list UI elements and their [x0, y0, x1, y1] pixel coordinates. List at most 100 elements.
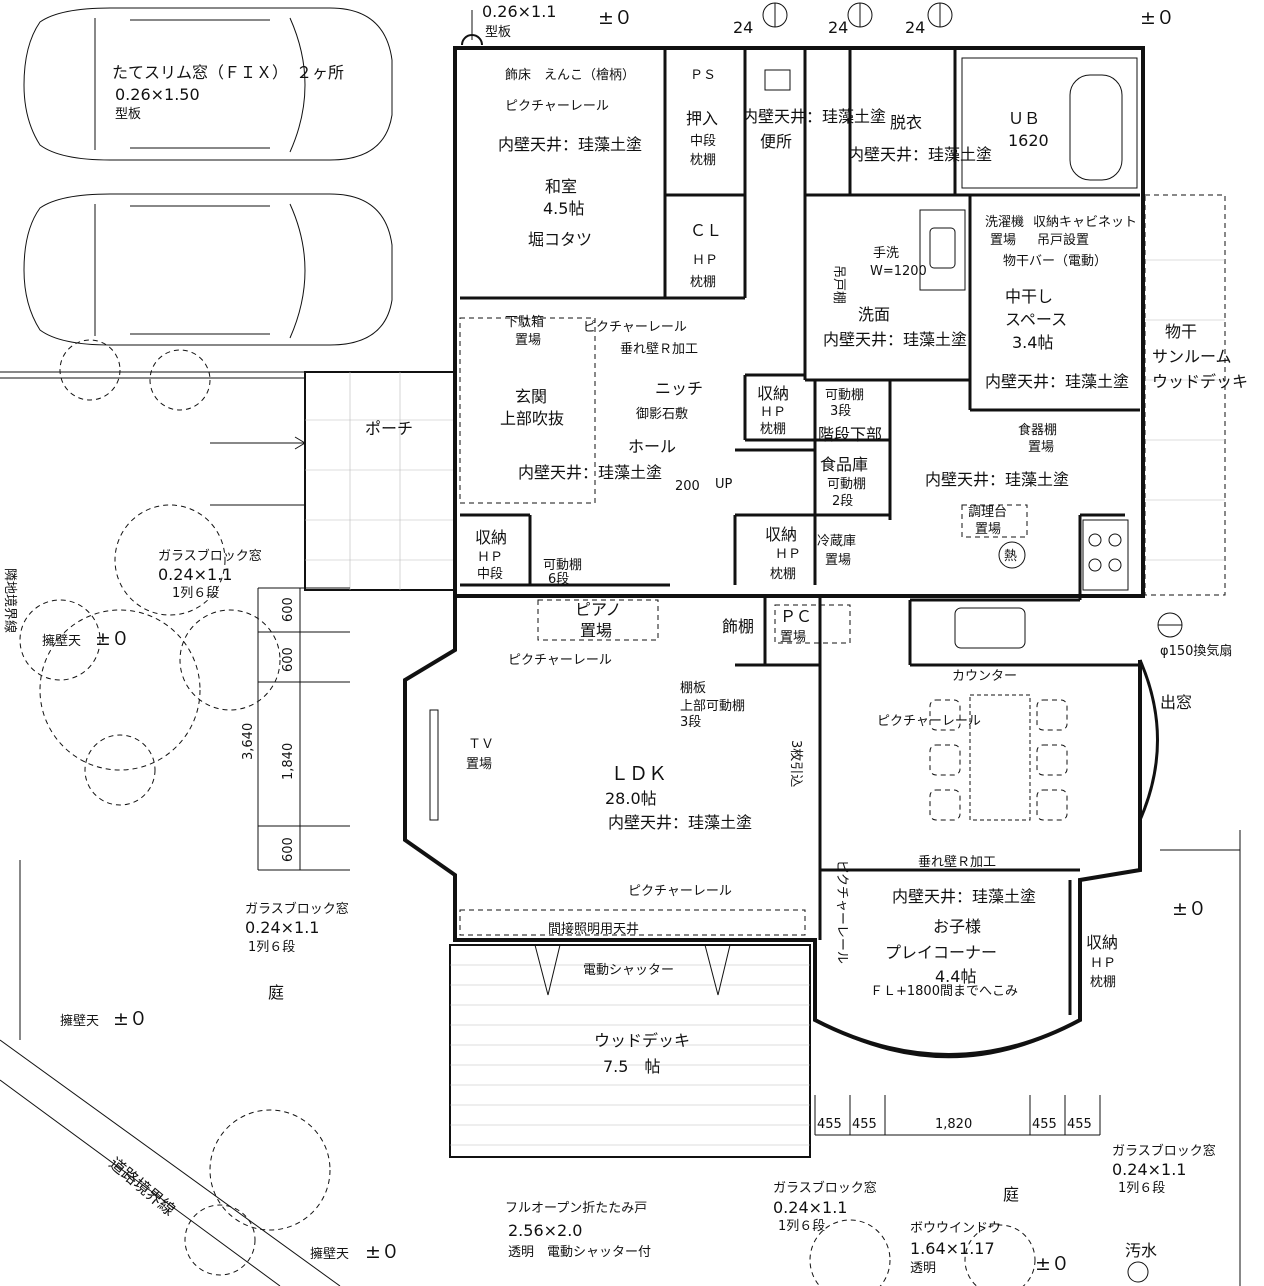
glass4-label: ガラスブロック窓 — [1112, 1143, 1216, 1159]
level-top-b: ±０ — [1140, 7, 1175, 29]
garden-label: 庭 — [268, 983, 284, 1002]
indirect-light-zone — [459, 909, 806, 936]
dim-600-c: 600 — [281, 837, 296, 862]
glass1-rows: 1列６段 — [172, 586, 219, 601]
cooktop — [1082, 519, 1129, 591]
kids-dent: ＦＬ+1800間までへこみ — [870, 984, 1018, 999]
ldk-finish: 内壁天井：珪藻土塗 — [608, 813, 752, 832]
dimension-bottom — [814, 1095, 1101, 1136]
dim-455-b: 455 — [852, 1117, 877, 1132]
move-shelf2: 3段 — [830, 404, 851, 419]
oshiire-sub2: 枕棚 — [690, 153, 716, 168]
road-boundary — [0, 1039, 341, 1286]
washitsu-rail: ピクチャーレール — [505, 99, 609, 114]
dim-3640: 3,640 — [241, 723, 256, 760]
cl-sub: ＨＰ — [692, 253, 718, 268]
slim-window-label: たてスリム窓（ＦＩＸ） ２ヶ所 — [112, 63, 344, 82]
dining-table — [969, 694, 1031, 821]
cook-label2: 置場 — [975, 522, 1001, 537]
wash-tansu: 吊戸棚 — [831, 265, 846, 304]
laundry-bar: 物干バー（電動） — [1003, 254, 1107, 269]
step-label: 200 — [675, 479, 700, 494]
niche-label: ニッチ — [655, 379, 703, 398]
washitsu-size: 4.5帖 — [543, 199, 584, 218]
shutter-label: 電動シャッター — [583, 963, 674, 978]
level-right: ±０ — [1172, 898, 1207, 920]
glass2-rows: 1列６段 — [248, 940, 295, 955]
bay-window — [1138, 659, 1159, 821]
tv-label2: 置場 — [466, 757, 492, 772]
level-bottom: ±０ — [1035, 1253, 1070, 1275]
storage-2c: 中段 — [477, 567, 503, 582]
counter-label: カウンター — [952, 669, 1017, 684]
folding-size: 2.56×2.0 — [508, 1221, 582, 1240]
interior-walls — [460, 48, 1140, 1015]
storage-1c: 枕棚 — [760, 422, 786, 437]
wall3-level: ±０ — [365, 1241, 400, 1263]
cook-label: 調理台 — [968, 505, 1007, 520]
dish-label2: 置場 — [1028, 440, 1054, 455]
kids-finish: 内壁天井：珪藻土塗 — [892, 887, 1036, 906]
dim-1820: 1,820 — [935, 1117, 972, 1132]
entrance-hang: 垂れ壁Ｒ加工 — [620, 342, 698, 357]
shoebox-label: 下駄箱 — [505, 314, 544, 330]
wall1-level: ±０ — [95, 628, 130, 650]
entrance-rail: ピクチャーレール — [583, 320, 687, 335]
storage-1: 収納 — [757, 384, 789, 403]
glass3-rows: 1列６段 — [778, 1219, 825, 1234]
dimension-left — [257, 587, 350, 871]
grid-label-24: 24 — [733, 18, 753, 37]
wash-sink-width: W=1200 — [870, 264, 927, 279]
dim-600-b: 600 — [281, 647, 296, 672]
oshiire-sub: 中段 — [690, 134, 716, 149]
hall-finish: 内壁天井：珪藻土塗 — [518, 463, 662, 482]
cl-label: ＣＬ — [690, 221, 722, 240]
deco-shelf-label: 飾棚 — [722, 617, 754, 636]
sunroom-line2: サンルーム — [1152, 347, 1232, 366]
wall3-label: 擁壁天 — [310, 1247, 349, 1262]
piano-label: ピアノ — [575, 600, 622, 619]
slim-window-type: 型板 — [115, 107, 141, 122]
porch-label: ポーチ — [365, 419, 413, 438]
bow-note: 透明 — [910, 1261, 936, 1276]
sunroom — [1144, 194, 1226, 596]
storage-2b: ＨＰ — [477, 550, 503, 565]
pantry-label2: 可動棚 — [827, 477, 866, 492]
dish-label: 食器棚 — [1018, 422, 1057, 438]
laundry-machine: 洗濯機 — [985, 215, 1024, 230]
storage-1b: ＨＰ — [760, 405, 786, 420]
garden2-label: 庭 — [1003, 1185, 1019, 1204]
storage-3: 収納 — [765, 525, 797, 544]
laundry-finish: 内壁天井：珪藻土塗 — [985, 372, 1129, 391]
kids-name: お子様 — [933, 917, 981, 936]
void-zone — [459, 317, 596, 504]
grid-markers — [762, 2, 1183, 1283]
deck-name: ウッドデッキ — [594, 1031, 690, 1050]
tv-label: ＴＶ — [468, 737, 494, 752]
hall-label: ホール — [628, 437, 676, 456]
sliding-label: 3枚引込 — [788, 740, 803, 787]
washitsu-name: 和室 — [545, 177, 577, 196]
up-label: UP — [715, 477, 733, 492]
wash-sink-label: 手洗 — [873, 246, 899, 261]
toilet-tank — [764, 69, 791, 91]
dim-455-d: 455 — [1067, 1117, 1092, 1132]
heat-icon-circle — [998, 541, 1026, 569]
laundry-size: 3.4帖 — [1012, 333, 1053, 352]
shelf-label: 棚板 — [680, 681, 706, 696]
piano-zone — [537, 599, 659, 641]
ldk-size: 28.0帖 — [605, 789, 657, 808]
piano-label2: 置場 — [580, 621, 612, 640]
kitchen-finish: 内壁天井：珪藻土塗 — [925, 470, 1069, 489]
glass4-rows: 1列６段 — [1118, 1181, 1165, 1196]
washitsu-finish: 内壁天井：珪藻土塗 — [498, 135, 642, 154]
slim-window-size: 0.26×1.50 — [115, 85, 200, 104]
left-boundary-label: 隣地境界線 — [2, 568, 18, 633]
dim-455-a: 455 — [817, 1117, 842, 1132]
move6-label2: 6段 — [548, 572, 569, 587]
dim-600-a: 600 — [281, 597, 296, 622]
bath-name: ＵＢ — [1008, 109, 1040, 128]
pc-zone — [774, 604, 851, 644]
dining-chairs — [929, 699, 1068, 821]
